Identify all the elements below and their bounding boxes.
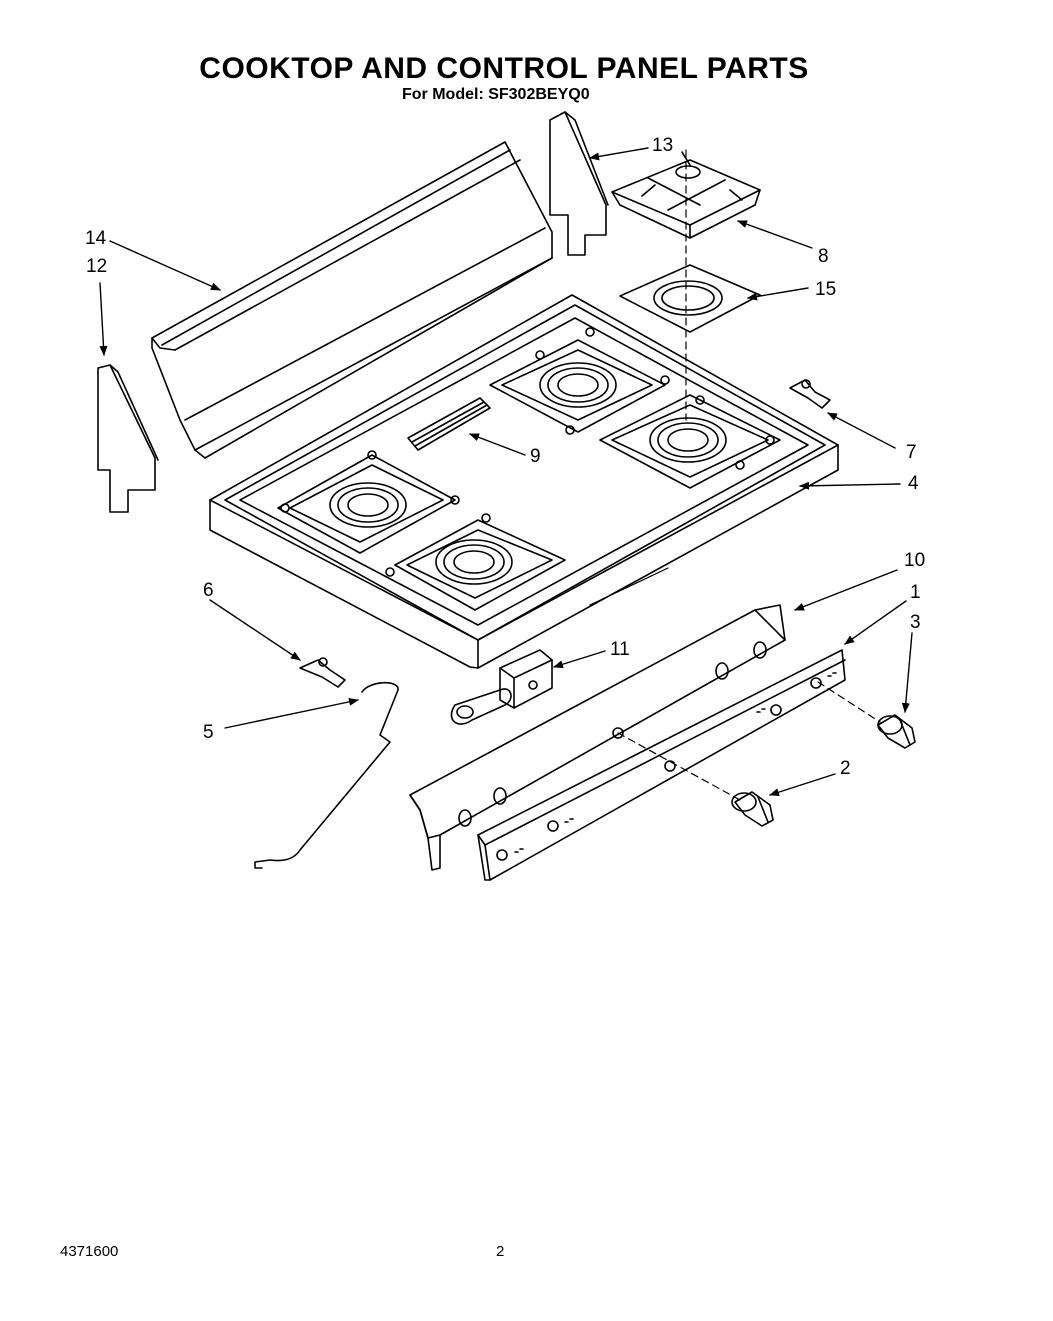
vent-grille	[407, 397, 491, 451]
callout-7: 7	[906, 442, 917, 463]
callout-15: 15	[815, 279, 836, 300]
callout-11: 11	[610, 639, 630, 660]
left-end-bracket	[97, 364, 159, 513]
callout-2: 2	[840, 758, 851, 779]
callout-6: 6	[203, 580, 214, 601]
callout-3: 3	[910, 612, 921, 633]
callout-14: 14	[85, 228, 107, 249]
ignition-module	[450, 649, 553, 725]
support-rod	[254, 681, 399, 869]
cooktop-main	[209, 294, 839, 669]
right-hinge-clip	[789, 379, 831, 409]
page-number: 2	[496, 1243, 505, 1260]
control-knob-left	[731, 791, 774, 827]
burner-pan	[619, 264, 761, 333]
callout-10: 10	[904, 550, 925, 571]
callout-12: 12	[86, 256, 107, 277]
callout-9: 9	[530, 446, 541, 467]
callout-13: 13	[652, 135, 673, 156]
burner-grate	[611, 151, 761, 239]
right-end-bracket	[549, 111, 609, 256]
left-hinge-clip	[299, 657, 346, 688]
callout-8: 8	[818, 246, 829, 267]
callout-5: 5	[203, 722, 214, 743]
backguard-panel	[151, 141, 553, 459]
knob-axis-right	[817, 681, 881, 723]
control-knob-right	[877, 714, 916, 749]
manifold-panel	[409, 604, 786, 871]
callout-4: 4	[908, 473, 919, 494]
model-line: For Model: SF302BEYQ0	[402, 86, 590, 103]
callout-1: 1	[910, 582, 921, 603]
document-number: 4371600	[60, 1243, 119, 1260]
control-panel	[477, 649, 846, 881]
page-title: COOKTOP AND CONTROL PANEL PARTS	[199, 52, 809, 85]
leader-arrows	[99, 147, 913, 797]
